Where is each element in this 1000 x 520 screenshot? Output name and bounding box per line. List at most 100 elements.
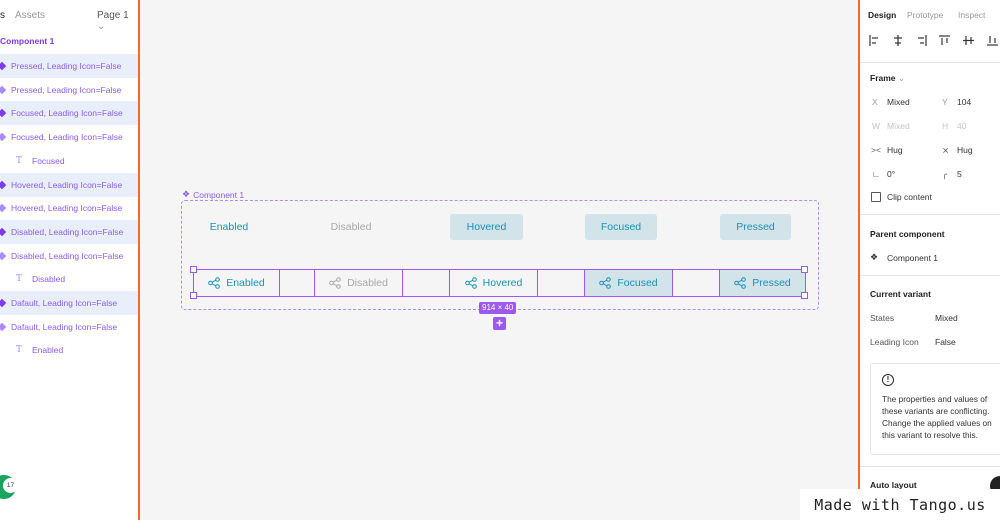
corner-radius-icon: ╭ [942,169,948,179]
layer-root-component[interactable]: Component 1 [0,36,55,46]
layer-variant[interactable]: Focused, Leading Icon=False [0,125,138,149]
x-input[interactable]: Mixed [887,97,910,107]
layer-variant[interactable]: Dafault, Leading Icon=False [0,315,138,339]
variant-focused[interactable]: Focused [585,214,657,240]
layer-label: Focused, Leading Icon=False [11,132,123,142]
variant-icon [0,85,7,95]
canvas[interactable]: ❖Component 1 Enabled Disabled Hovered Fo… [140,0,858,520]
variant-icon [0,132,7,142]
variant-pressed[interactable]: Pressed [720,214,791,240]
layer-label: Focused [32,156,65,166]
variant-focused-icon[interactable]: Focused [585,270,673,296]
layer-variant[interactable]: Pressed, Leading Icon=False [0,78,138,102]
variant-disabled-icon[interactable]: Disabled [315,270,403,296]
divider [860,214,1000,215]
component-icon: ❖ [870,252,879,262]
y-label: Y [942,97,948,107]
tab-design[interactable]: Design [868,10,897,20]
layer-text[interactable]: T Disabled [0,267,138,291]
current-variant-heading: Current variant [870,289,931,299]
tab-prototype[interactable]: Prototype [907,10,944,20]
leading-icon-select[interactable]: False [935,337,956,347]
w-input[interactable]: Mixed [887,121,910,131]
layer-variant[interactable]: Dafault, Leading Icon=False [0,291,138,315]
variant-pressed-icon[interactable]: Pressed [720,270,805,296]
text-layer-icon: T [16,274,23,284]
resize-handle-tr[interactable] [801,266,808,273]
rotation-input[interactable]: 0° [887,169,896,179]
watermark: Made with Tango.us [800,489,1000,520]
variant-hovered-icon[interactable]: Hovered [450,270,538,296]
layers-panel: s Assets Page 1 ⌄ Component 1 Pressed, L… [0,0,140,520]
component-name: Component 1 [193,189,245,200]
layer-label: Disabled [32,274,66,284]
layer-variant[interactable]: Disabled, Leading Icon=False [0,244,138,268]
gap-cell [280,270,315,296]
tab-layers[interactable]: s [0,10,5,21]
tab-assets[interactable]: Assets [15,10,46,21]
size-badge: 914 × 40 [479,302,517,314]
variant-disabled[interactable]: Disabled [330,221,372,233]
clip-content-checkbox[interactable] [871,192,881,202]
hug-vertical-icon: ⨯ [942,145,950,155]
layer-label: Disabled, Leading Icon=False [11,227,124,237]
component-icon: ❖ [182,189,191,199]
share-icon [329,277,341,289]
layer-variant[interactable]: Pressed, Leading Icon=False [0,54,138,78]
layer-label: Enabled [32,345,64,355]
states-label: States [870,313,895,323]
left-tabs: s Assets Page 1 ⌄ [0,0,138,32]
avatar-badge: 17 [3,478,18,493]
y-input[interactable]: 104 [957,97,972,107]
auto-layout-heading: Auto layout [870,480,917,490]
clip-content-label: Clip content [887,192,932,202]
layer-variant[interactable]: Focused, Leading Icon=False [0,101,138,125]
gap-cell [538,270,585,296]
layer-text[interactable]: T Enabled [0,338,138,362]
page-selector[interactable]: Page 1 ⌄ [97,10,138,32]
conflict-warning: ! The properties and values of these var… [870,363,1000,455]
variant-hovered[interactable]: Hovered [450,214,523,240]
w-label: W [872,121,881,131]
frame-heading-label: Frame [870,73,896,83]
cell-label: Enabled [226,277,265,289]
parent-component-link[interactable]: Component 1 [887,253,939,263]
divider [860,466,1000,467]
resize-handle-tl[interactable] [190,266,197,273]
selected-row[interactable]: Enabled Disabled Hovered Focused Pressed [193,269,806,297]
leading-icon-label: Leading Icon [870,337,919,347]
hug-height-select[interactable]: Hug [957,145,973,155]
text-layer-icon: T [16,345,23,355]
tab-inspect[interactable]: Inspect [958,10,986,20]
share-icon [599,277,612,289]
variant-icon [0,180,7,190]
add-variant-button[interactable]: + [493,317,506,330]
resize-handle-br[interactable] [801,292,808,299]
hug-width-select[interactable]: Hug [887,145,903,155]
divider [860,62,1000,63]
variant-icon [0,108,7,118]
layer-label: Focused, Leading Icon=False [11,108,123,118]
cell-label: Disabled [347,277,388,289]
layer-label: Pressed, Leading Icon=False [11,85,122,95]
variant-enabled-icon[interactable]: Enabled [194,270,280,296]
alignment-toolbar [869,35,998,46]
x-label: X [872,97,878,107]
layer-variant[interactable]: Disabled, Leading Icon=False [0,220,138,244]
share-icon [208,277,221,289]
h-input[interactable]: 40 [957,121,967,131]
properties-panel: Design Prototype Inspect Frame ⌄ X Mixed… [858,0,1000,520]
resize-handle-bl[interactable] [190,292,197,299]
help-button[interactable] [990,476,1000,496]
frame-heading[interactable]: Frame ⌄ [870,73,905,84]
component-frame-label[interactable]: ❖Component 1 [182,189,244,200]
states-select[interactable]: Mixed [935,313,958,323]
divider [860,275,1000,276]
hug-horizontal-icon: >< [871,145,881,155]
layer-variant[interactable]: Hovered, Leading Icon=False [0,173,138,197]
variant-enabled[interactable]: Enabled [209,221,249,233]
layer-variant[interactable]: Hovered, Leading Icon=False [0,196,138,220]
radius-input[interactable]: 5 [957,169,962,179]
parent-component-heading: Parent component [870,229,945,239]
